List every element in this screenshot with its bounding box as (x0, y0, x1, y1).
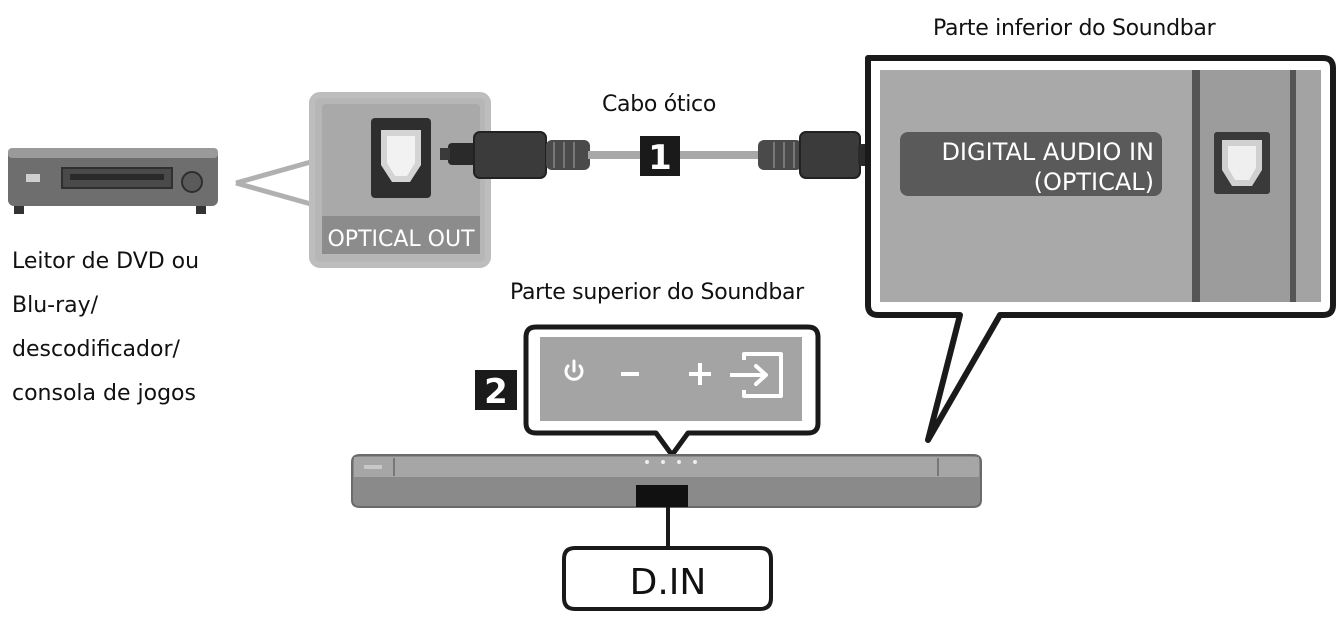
step-2-badge: 2 (475, 370, 517, 412)
callout-pointer-player (235, 157, 321, 209)
din-port-callout (562, 507, 773, 611)
svg-text:2: 2 (484, 372, 508, 412)
volume-down-icon (621, 372, 639, 376)
top-control-panel-callout (523, 324, 821, 458)
svg-text:1: 1 (648, 138, 672, 178)
soundbar-icon (351, 454, 982, 508)
step-1-badge: 1 (640, 136, 680, 178)
source-device-line: consola de jogos (12, 381, 196, 406)
source-device-line: Leitor de DVD ou (12, 249, 200, 274)
optical-cable-label: Cabo ótico (602, 92, 717, 117)
power-icon (564, 359, 584, 381)
source-device-line: descodificador/ (12, 337, 180, 362)
optical-port-icon (371, 118, 431, 198)
volume-up-icon (689, 363, 711, 385)
din-port-label: D.IN (630, 562, 707, 603)
soundbar-bottom-title: Parte inferior do Soundbar (933, 16, 1216, 41)
dvd-player-icon (8, 148, 218, 214)
digital-audio-in-label-line2: (OPTICAL) (1034, 168, 1154, 196)
source-input-icon (730, 352, 783, 398)
soundbar-bottom-callout (865, 55, 1336, 443)
soundbar-top-title: Parte superior do Soundbar (510, 280, 804, 305)
source-device-line: Blu-ray/ (12, 293, 99, 318)
digital-audio-in-label-line1: DIGITAL AUDIO IN (941, 138, 1154, 166)
optical-input-port-icon (1214, 132, 1270, 194)
optical-out-label: OPTICAL OUT (327, 227, 475, 252)
source-device-label: Leitor de DVD ou Blu-ray/ descodificador… (12, 240, 242, 416)
